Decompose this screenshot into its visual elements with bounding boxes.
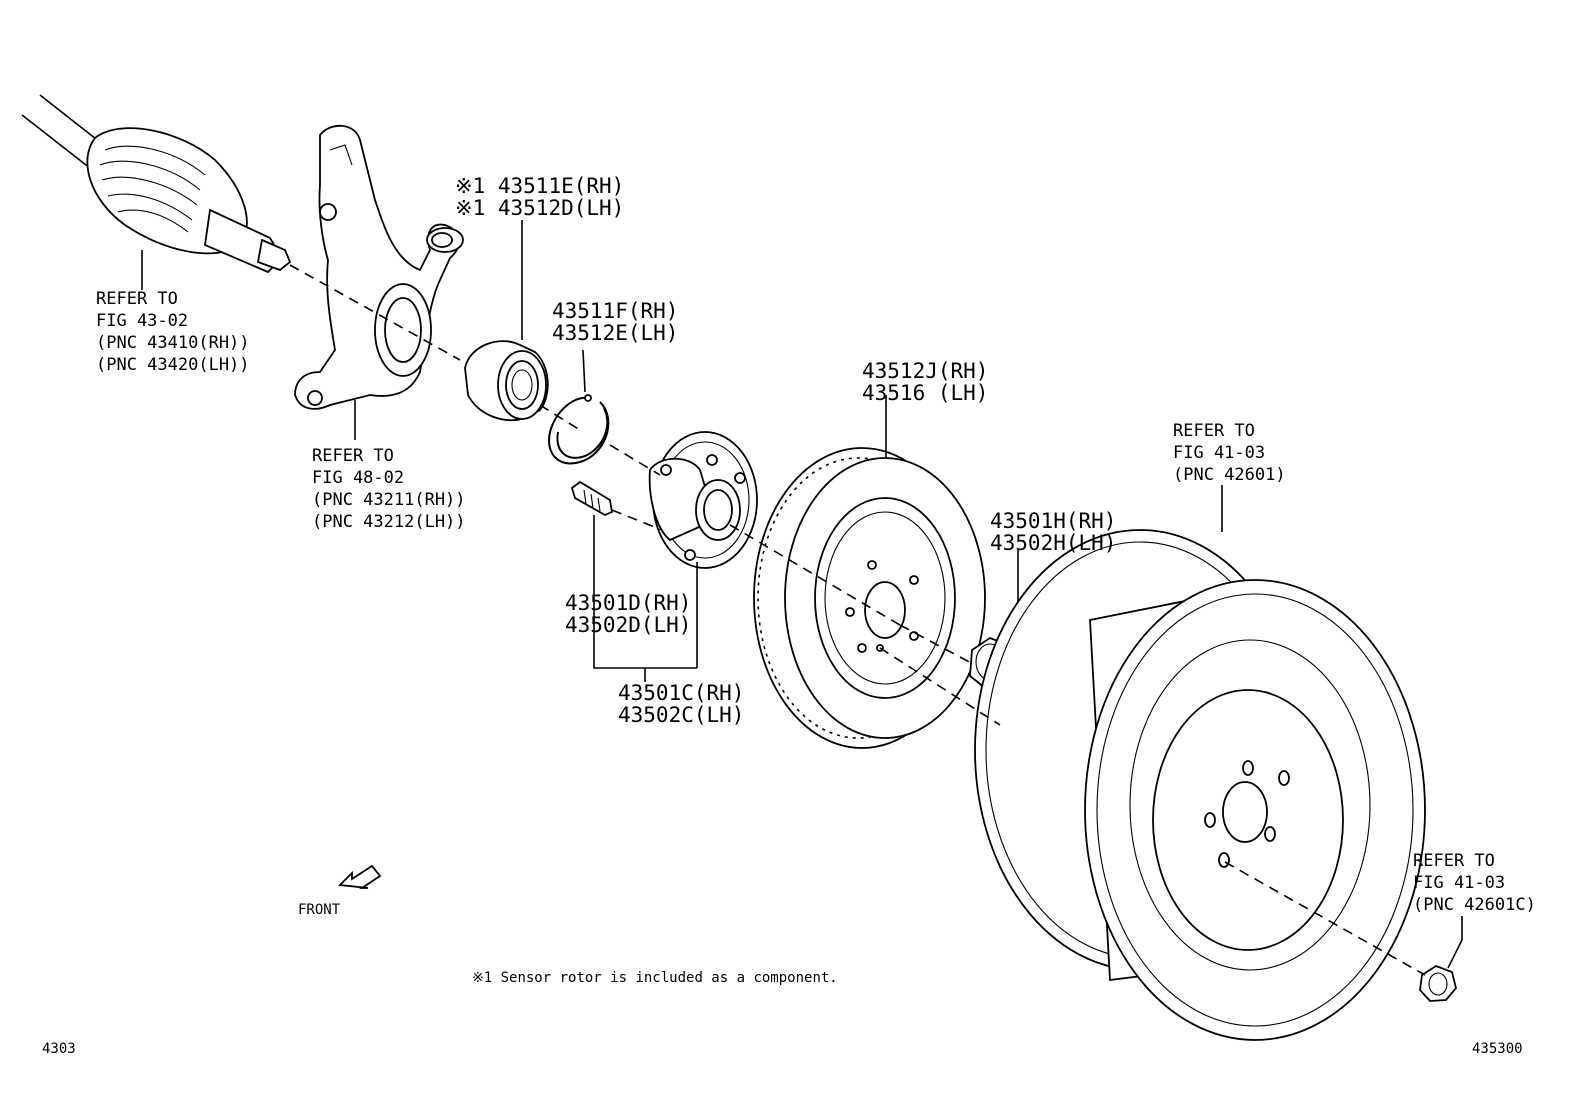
callout-hub-nut: 43501H(RH) 43502H(LH) xyxy=(990,509,1116,555)
refer-note-axle: REFER TO FIG 43-02 (PNC 43410(RH)) (PNC … xyxy=(96,289,250,375)
refer-note-wheel-nut: REFER TO FIG 41-03 (PNC 42601C) xyxy=(1413,851,1536,915)
assembly-center-lines xyxy=(289,264,1426,976)
svg-text:FIG 48-02: FIG 48-02 xyxy=(312,468,404,488)
callout-sensor-bearing: ※1 43511E(RH) ※1 43512D(LH) xyxy=(455,174,624,220)
figure-code-left: 4303 xyxy=(42,1041,76,1057)
callout-43512J: 43512J(RH) xyxy=(862,359,988,383)
callout-43512D: ※1 43512D(LH) xyxy=(455,196,624,220)
brake-disc-illustration xyxy=(753,395,986,749)
callout-43511F: 43511F(RH) xyxy=(552,299,678,323)
front-label: FRONT xyxy=(298,902,341,918)
callout-hub-bolt: 43501D(RH) 43502D(LH) xyxy=(565,591,691,637)
callout-43512E: 43512E(LH) xyxy=(552,321,678,345)
svg-text:(PNC 43420(LH)): (PNC 43420(LH)) xyxy=(96,355,250,375)
callout-43502C: 43502C(LH) xyxy=(618,703,744,727)
callout-43511E: ※1 43511E(RH) xyxy=(455,174,624,198)
drive-shaft-illustration xyxy=(21,94,292,290)
refer-note-knuckle: REFER TO FIG 48-02 (PNC 43211(RH)) (PNC … xyxy=(312,446,466,532)
front-direction-arrow-icon xyxy=(338,864,382,889)
hub-bolt-illustration xyxy=(570,480,614,580)
axle-hub-illustration xyxy=(648,431,758,668)
svg-text:REFER TO: REFER TO xyxy=(312,446,394,466)
callout-43501H: 43501H(RH) xyxy=(990,509,1116,533)
callout-43502D: 43502D(LH) xyxy=(565,613,691,637)
callout-43502H: 43502H(LH) xyxy=(990,531,1116,555)
hub-bearing-illustration xyxy=(464,220,549,422)
callout-43516: 43516 (LH) xyxy=(862,381,988,405)
svg-text:REFER TO: REFER TO xyxy=(96,289,178,309)
snap-ring-illustration xyxy=(548,349,610,465)
figure-code-right: 435300 xyxy=(1472,1041,1523,1057)
steering-knuckle-illustration xyxy=(294,124,464,440)
svg-text:FIG 41-03: FIG 41-03 xyxy=(1173,443,1265,463)
svg-text:REFER TO: REFER TO xyxy=(1173,421,1255,441)
svg-text:(PNC 43211(RH)): (PNC 43211(RH)) xyxy=(312,490,466,510)
callout-43501C: 43501C(RH) xyxy=(618,681,744,705)
svg-text:(PNC 43410(RH)): (PNC 43410(RH)) xyxy=(96,333,250,353)
callout-43501D: 43501D(RH) xyxy=(565,591,691,615)
svg-text:(PNC 42601C): (PNC 42601C) xyxy=(1413,895,1536,915)
footnote: ※1 Sensor rotor is included as a compone… xyxy=(472,970,838,986)
wheel-illustration xyxy=(974,485,1426,1041)
callout-axle-hub: 43501C(RH) 43502C(LH) xyxy=(618,681,744,727)
svg-text:REFER TO: REFER TO xyxy=(1413,851,1495,871)
callout-brake-disc: 43512J(RH) 43516 (LH) xyxy=(862,359,988,405)
svg-text:(PNC 42601): (PNC 42601) xyxy=(1173,465,1286,485)
wheel-nut-illustration xyxy=(1419,916,1463,1002)
refer-note-wheel: REFER TO FIG 41-03 (PNC 42601) xyxy=(1173,421,1286,485)
callout-snap-ring: 43511F(RH) 43512E(LH) xyxy=(552,299,678,345)
svg-text:FIG 41-03: FIG 41-03 xyxy=(1413,873,1505,893)
svg-text:(PNC 43212(LH)): (PNC 43212(LH)) xyxy=(312,512,466,532)
svg-text:FIG 43-02: FIG 43-02 xyxy=(96,311,188,331)
